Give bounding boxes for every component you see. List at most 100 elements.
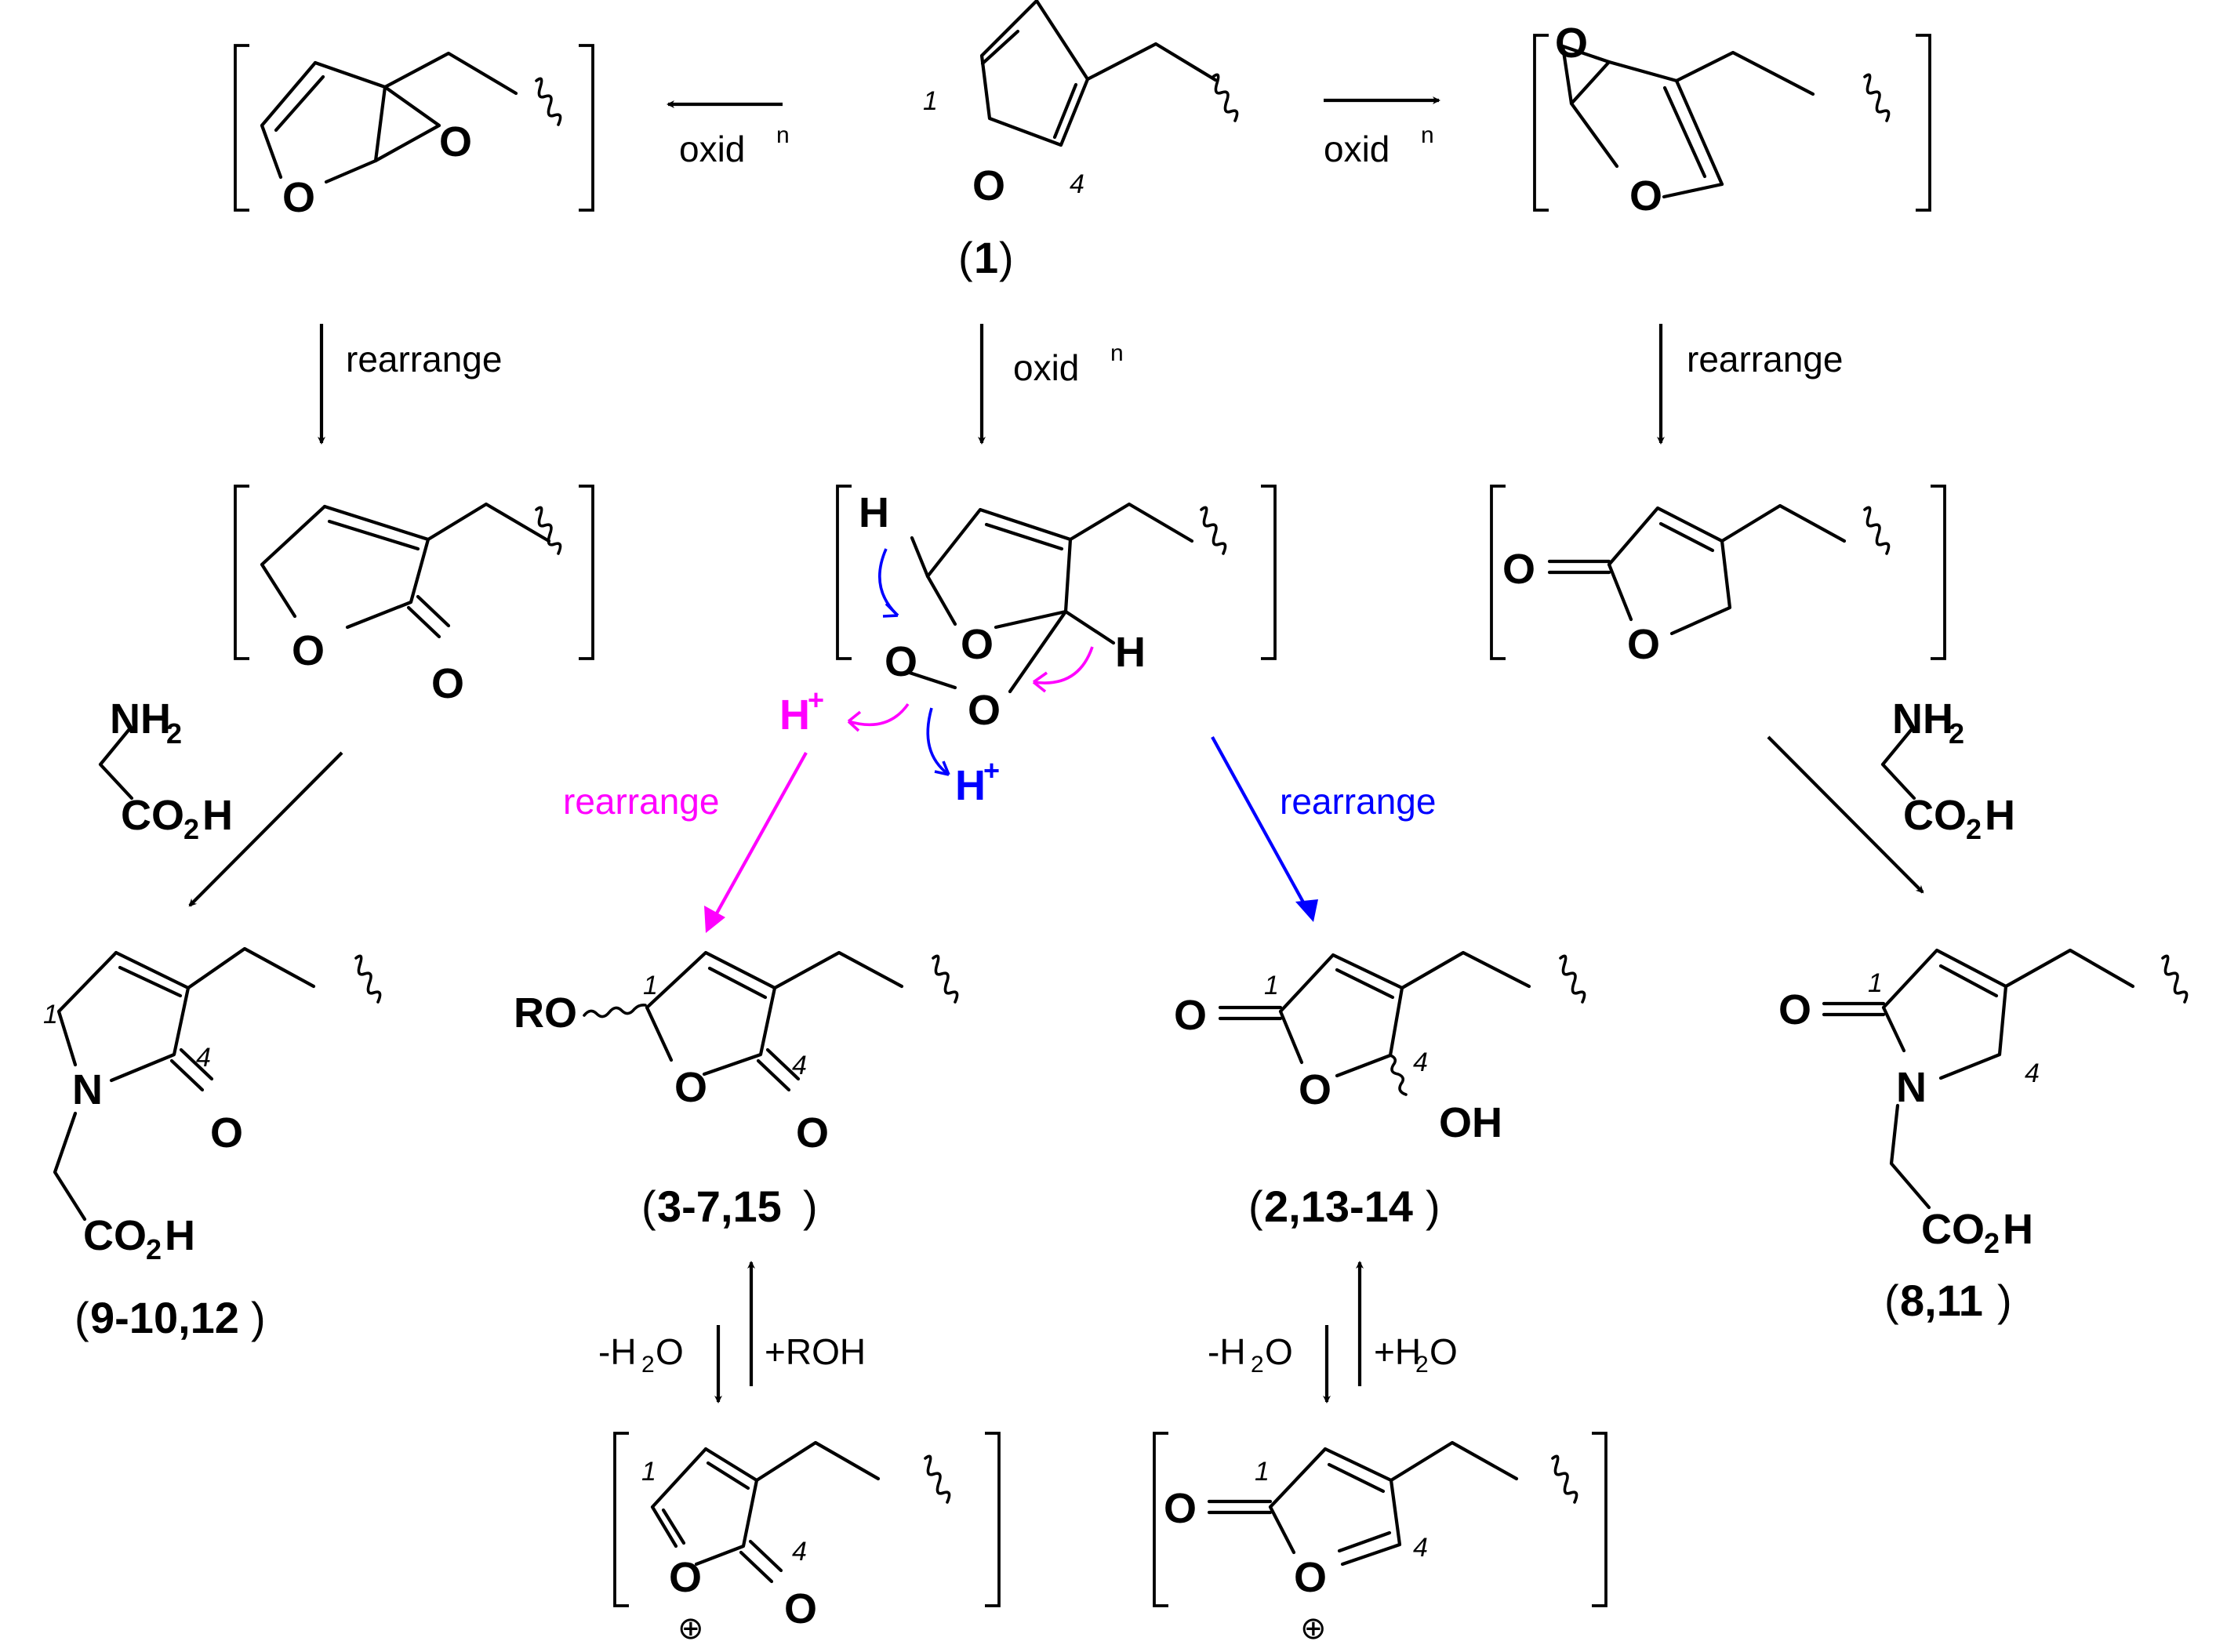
svg-text:n: n: [1421, 122, 1434, 148]
svg-text:H: H: [165, 1212, 195, 1259]
intermediate-lactone-left: O O: [234, 485, 594, 707]
svg-text:1: 1: [974, 233, 998, 282]
svg-text:O: O: [968, 687, 1001, 734]
svg-text:2: 2: [166, 717, 182, 750]
equilibrium-left: -H 2 O +ROH: [598, 1261, 866, 1403]
svg-text:O: O: [1164, 1485, 1197, 1532]
label-rearrange-magenta: rearrange: [563, 781, 719, 822]
svg-text:+: +: [983, 754, 1000, 786]
svg-text:O: O: [1627, 621, 1660, 668]
svg-text:): ): [251, 1293, 266, 1342]
svg-text:O: O: [1502, 546, 1535, 593]
arrow-amine-left: [188, 751, 343, 907]
svg-text:H: H: [779, 692, 810, 739]
svg-text:1: 1: [641, 1457, 656, 1487]
label-rearrange-right: rearrange: [1687, 339, 1843, 379]
svg-text:O: O: [1555, 20, 1588, 67]
svg-text:4: 4: [792, 1537, 807, 1567]
svg-text:N: N: [72, 1066, 103, 1113]
svg-text:NH: NH: [1892, 695, 1953, 742]
svg-text:4: 4: [2025, 1058, 2040, 1088]
arrow-amine-right: [1767, 735, 1924, 894]
svg-text:RO: RO: [514, 989, 577, 1037]
label-rearrange-left: rearrange: [346, 339, 502, 379]
intermediate-epoxide-right: O O: [1533, 20, 1931, 220]
intermediate-endoperoxide: H O O O H H + H +: [779, 485, 1277, 809]
svg-text:4: 4: [1413, 1047, 1428, 1077]
svg-text:2: 2: [641, 1352, 655, 1378]
label-oxidation-left: oxid n: [679, 122, 790, 169]
svg-text:4: 4: [196, 1043, 211, 1073]
svg-text:1: 1: [1868, 968, 1883, 998]
svg-text:9-10,12: 9-10,12: [90, 1293, 239, 1342]
intermediate-oxocarbenium-left: O O ⊕ 1 4: [613, 1432, 1001, 1647]
svg-text:): ): [999, 233, 1014, 282]
svg-text:-H: -H: [598, 1331, 637, 1372]
position-1: 1: [923, 86, 938, 116]
svg-text:2: 2: [1984, 1227, 2000, 1259]
svg-text:1: 1: [643, 971, 658, 1000]
intermediate-butenolide-right: O O: [1490, 485, 1946, 668]
svg-text:n: n: [1110, 340, 1124, 366]
label-rearrange-blue: rearrange: [1280, 781, 1436, 822]
svg-text:oxid: oxid: [679, 129, 745, 169]
svg-text:O: O: [784, 1585, 817, 1632]
label-oxidation-right: oxid n: [1324, 122, 1434, 169]
svg-text:(: (: [958, 233, 973, 282]
reagent-glycine-left: NH 2 CO 2 H: [98, 695, 233, 845]
atom-o: O: [972, 162, 1005, 209]
svg-text:O: O: [1430, 1331, 1458, 1372]
label-oxidation-center: oxid n: [1013, 340, 1124, 388]
compound-1-label: ( 1 ): [958, 233, 1014, 282]
svg-text:4: 4: [792, 1051, 807, 1080]
svg-text:O: O: [282, 174, 315, 221]
compound-3-7-15-structure: RO O O 1 4: [514, 950, 959, 1156]
svg-text:+: +: [808, 684, 824, 716]
svg-text:8,11: 8,11: [1900, 1276, 1983, 1325]
svg-text:H: H: [2003, 1206, 2033, 1253]
svg-text:2: 2: [1949, 717, 1964, 750]
svg-text:O: O: [292, 627, 325, 674]
svg-text:oxid: oxid: [1324, 129, 1390, 169]
svg-text:+H: +H: [1374, 1331, 1421, 1372]
svg-text:2: 2: [1251, 1352, 1264, 1378]
svg-text:O: O: [1174, 992, 1207, 1039]
compound-2-13-14-label: ( 2,13-14 ): [1248, 1182, 1440, 1231]
svg-text:): ): [1997, 1276, 2012, 1325]
svg-text:2: 2: [1966, 813, 1982, 845]
svg-text:+ROH: +ROH: [765, 1331, 866, 1372]
svg-text:(: (: [74, 1293, 89, 1342]
svg-text:2: 2: [146, 1233, 162, 1265]
svg-text:H: H: [202, 792, 233, 839]
compound-3-7-15-label: ( 3-7,15 ): [641, 1182, 818, 1231]
svg-text:2: 2: [183, 813, 199, 845]
svg-text:1: 1: [1255, 1457, 1270, 1487]
svg-text:4: 4: [1413, 1533, 1428, 1563]
compound-8-11-structure: O N CO 2 H 1 4: [1778, 948, 2189, 1259]
arrow-rearrange-magenta: [712, 751, 808, 920]
svg-text:CO: CO: [1921, 1206, 1985, 1253]
svg-text:O: O: [439, 118, 472, 165]
svg-text:H: H: [1985, 792, 2015, 839]
svg-text:O: O: [210, 1109, 243, 1156]
arrow-rearrange-blue: [1211, 735, 1308, 910]
svg-text:O: O: [656, 1331, 684, 1372]
svg-text:O: O: [796, 1109, 829, 1156]
svg-text:O: O: [669, 1554, 702, 1601]
intermediate-epoxide-left: O O: [234, 44, 594, 221]
svg-text:O: O: [1294, 1554, 1327, 1601]
svg-text:⊕: ⊕: [1300, 1610, 1327, 1647]
svg-text:1: 1: [43, 1000, 58, 1029]
svg-text:O: O: [1299, 1066, 1331, 1113]
svg-text:⊕: ⊕: [678, 1610, 704, 1647]
svg-text:OH: OH: [1439, 1099, 1502, 1146]
compound-2-13-14-structure: O O OH 1 4: [1174, 950, 1586, 1146]
svg-text:(: (: [641, 1182, 656, 1231]
svg-text:1: 1: [1264, 971, 1279, 1000]
svg-text:oxid: oxid: [1013, 347, 1079, 388]
svg-text:CO: CO: [121, 792, 184, 839]
equilibrium-right: -H 2 O +H 2 O: [1208, 1261, 1458, 1403]
position-4: 4: [1070, 169, 1084, 199]
svg-text:CO: CO: [83, 1212, 147, 1259]
